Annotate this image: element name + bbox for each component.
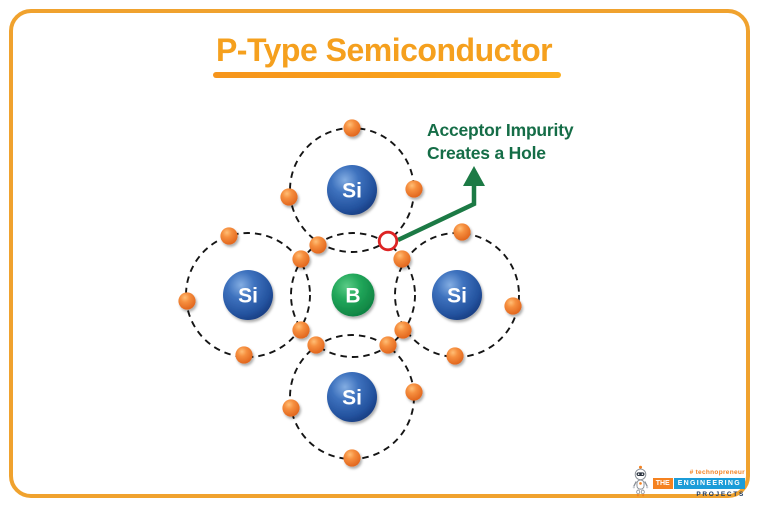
electron (453, 223, 471, 241)
atom-label-si-left: Si (238, 285, 258, 308)
annotation-arrow-shaft (397, 179, 477, 243)
electron (220, 227, 238, 245)
electron (504, 297, 522, 315)
atom-sphere-boron-center (331, 273, 375, 317)
electron (309, 236, 327, 254)
electron (307, 336, 325, 354)
acceptor-annotation: Acceptor Impurity Creates a Hole (427, 119, 574, 165)
electron (379, 336, 397, 354)
electron (393, 250, 411, 268)
atom-sphere-si-bottom (327, 372, 377, 422)
hole-circle (377, 230, 399, 252)
annotation-line2: Creates a Hole (427, 143, 546, 163)
atom-sphere-si-right (432, 270, 482, 320)
electron (235, 346, 253, 364)
electron (405, 383, 423, 401)
robot-mascot-icon (632, 465, 648, 497)
orbit-circle-boron-center (290, 232, 416, 358)
atom-label-si-top: Si (342, 180, 362, 203)
electron (292, 250, 310, 268)
logo-word-engineering: ENGINEERING (673, 478, 745, 489)
electron (292, 321, 310, 339)
logo-tagline: # technopreneur (689, 469, 745, 476)
annotation-arrow-head (463, 166, 485, 186)
electron (343, 449, 361, 467)
electron (178, 292, 196, 310)
atom-label-si-right: Si (447, 285, 467, 308)
electron (394, 321, 412, 339)
atom-label-boron-center: B (345, 285, 360, 308)
annotation-line1: Acceptor Impurity (427, 120, 574, 140)
title-underline (213, 72, 561, 78)
page-title: P-Type Semiconductor (215, 32, 553, 68)
electron (343, 119, 361, 137)
atom-sphere-si-top (327, 165, 377, 215)
engineering-projects-logo: # technopreneur THE ENGINEERING PROJECTS (631, 465, 745, 498)
electron (280, 188, 298, 206)
electron (446, 347, 464, 365)
atom-label-si-bottom: Si (342, 387, 362, 410)
electron (405, 180, 423, 198)
atom-sphere-si-left (223, 270, 273, 320)
logo-word-projects: PROJECTS (696, 491, 745, 498)
logo-word-the: THE (652, 478, 673, 489)
electron (282, 399, 300, 417)
